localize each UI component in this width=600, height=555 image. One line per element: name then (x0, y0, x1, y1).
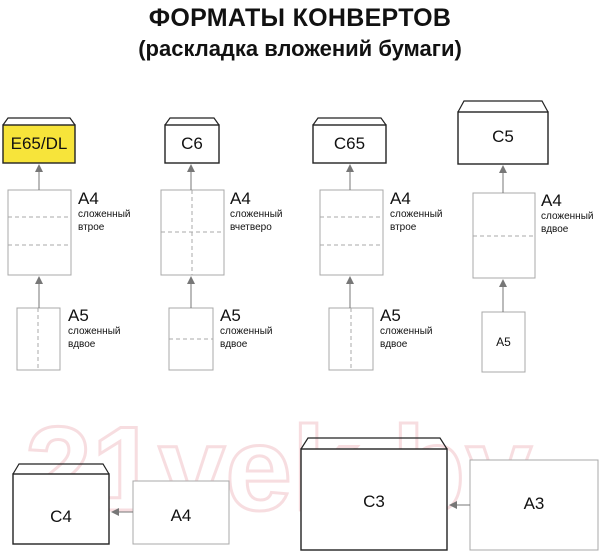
a5-label: A5 (380, 306, 401, 325)
envelope-label-e65dl: E65/DL (10, 134, 68, 153)
envelope-flap (457, 100, 549, 113)
a4-label: A4 (390, 189, 411, 208)
envelope-flap (2, 117, 76, 126)
sheet-a5 (481, 311, 526, 373)
sheet-label-a4: A4 (170, 506, 192, 525)
envelope-c5 (457, 111, 549, 165)
envelope-c3 (300, 448, 448, 551)
group-c3 (300, 437, 599, 551)
a4-note: втрое (390, 222, 417, 233)
a5-note: вдвое (380, 339, 408, 350)
envelope-c6 (164, 124, 220, 164)
title-line-2: (раскладка вложений бумаги) (138, 36, 462, 61)
a5-note: сложенный (380, 326, 433, 337)
envelope-flap (312, 117, 387, 126)
envelope-label-c4: C4 (50, 507, 72, 526)
envelope-c65 (312, 124, 387, 164)
envelope-c4 (12, 473, 110, 545)
column-c5 (457, 100, 549, 373)
sheet-label-a3: A3 (523, 494, 545, 513)
column-c65 (312, 117, 387, 371)
a4-note: сложенный (230, 209, 283, 220)
a4-note: вчетверо (230, 222, 272, 233)
title-line-1: ФОРМАТЫ КОНВЕРТОВ (148, 4, 452, 32)
a4-label: A4 (230, 189, 251, 208)
column-c6 (160, 117, 225, 371)
sheet-a3 (469, 459, 599, 551)
a5-label: A5 (496, 335, 511, 349)
a4-note: сложенный (78, 209, 131, 220)
sheet-a4 (319, 189, 384, 276)
a5-label: A5 (220, 306, 241, 325)
a4-label: A4 (78, 189, 99, 208)
column-e65dl (2, 117, 76, 371)
a4-note: втрое (78, 222, 105, 233)
group-c4 (12, 463, 230, 545)
envelope-label-c65: C65 (333, 134, 366, 153)
a4-label: A4 (541, 191, 562, 210)
a5-note: сложенный (220, 326, 273, 337)
a4-note: сложенный (541, 211, 594, 222)
sheet-a4 (132, 480, 230, 545)
envelope-flap (300, 437, 448, 450)
a4-note: сложенный (390, 209, 443, 220)
a5-note: сложенный (68, 326, 121, 337)
envelope-label-c5: C5 (492, 127, 514, 146)
a5-note: вдвое (220, 339, 248, 350)
envelope-flap (164, 117, 220, 126)
sheet-a4 (7, 189, 72, 276)
envelope-flap (12, 463, 110, 475)
envelope-label-c3: C3 (363, 492, 385, 511)
a4-note: вдвое (541, 224, 569, 235)
a5-note: вдвое (68, 339, 96, 350)
envelope-label-c6: C6 (181, 134, 203, 153)
envelope-e65dl (2, 124, 76, 164)
a5-label: A5 (68, 306, 89, 325)
